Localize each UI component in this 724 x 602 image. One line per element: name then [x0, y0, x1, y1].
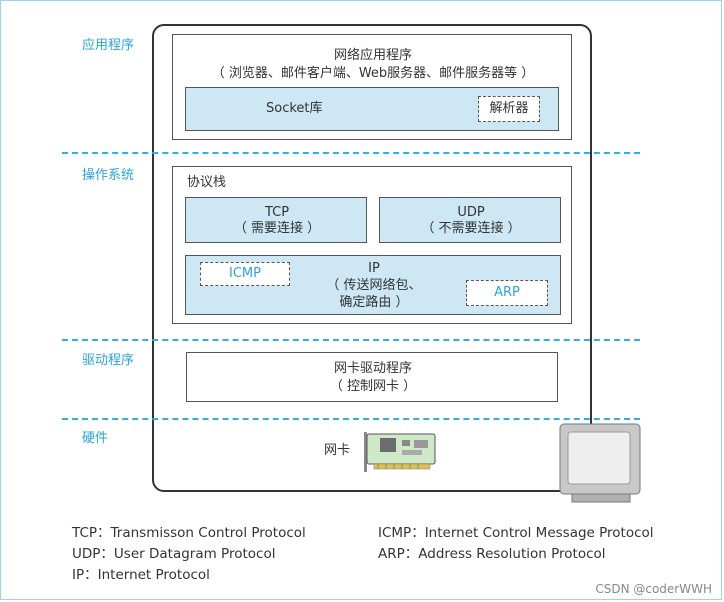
app-title: 网络应用程序	[333, 48, 412, 63]
protocol-stack-box: 协议栈 TCP （ 需要连接 ） UDP （ 不需要连接 ） IP （ 传送网络…	[172, 166, 572, 324]
legend-ip: IP：Internet Protocol	[72, 567, 210, 583]
layer-label-app: 应用程序	[82, 38, 135, 53]
ip-label: IP	[368, 261, 380, 276]
separator-app-os	[62, 152, 640, 154]
nic-label: 网卡	[324, 443, 351, 458]
legend-icmp: ICMP：Internet Control Message Protocol	[378, 525, 654, 541]
separator-driver-hardware	[62, 418, 640, 420]
computer-outline	[152, 24, 592, 492]
app-box: 网络应用程序 （ 浏览器、邮件客户端、Web服务器、邮件服务器等 ） Socke…	[172, 34, 572, 140]
udp-note: （ 不需要连接 ）	[421, 221, 521, 236]
watermark: CSDN @coderWWH	[595, 582, 712, 596]
separator-os-driver	[62, 339, 640, 341]
tcp-note: （ 需要连接 ）	[233, 221, 321, 236]
legend-udp: UDP：User Datagram Protocol	[72, 546, 276, 562]
arp-box: ARP	[466, 280, 548, 306]
nic-card-icon	[364, 432, 436, 472]
driver-note: （ 控制网卡 ）	[329, 379, 417, 394]
tcp-label: TCP	[264, 205, 290, 220]
layer-label-driver: 驱动程序	[82, 353, 135, 368]
ip-note-line2: 确定路由 ）	[339, 295, 409, 310]
app-subtitle: （ 浏览器、邮件客户端、Web服务器、邮件服务器等 ）	[211, 66, 535, 81]
driver-title: 网卡驱动程序	[333, 361, 412, 376]
legend-tcp: TCP：Transmisson Control Protocol	[72, 525, 306, 541]
stack-title: 协议栈	[187, 175, 227, 190]
socket-label: Socket库	[266, 101, 323, 116]
udp-label: UDP	[457, 205, 485, 220]
tcp-box: TCP （ 需要连接 ）	[185, 197, 367, 243]
layer-label-os: 操作系统	[82, 168, 135, 183]
nic-driver-box: 网卡驱动程序 （ 控制网卡 ）	[186, 352, 558, 402]
ip-note-line1: （ 传送网络包、	[326, 278, 422, 293]
layer-label-hardware: 硬件	[82, 431, 109, 446]
socket-library-box: Socket库 解析器	[185, 87, 559, 131]
legend-arp: ARP：Address Resolution Protocol	[378, 546, 606, 562]
ip-box: IP （ 传送网络包、 确定路由 ） ICMP ARP	[185, 255, 561, 315]
udp-box: UDP （ 不需要连接 ）	[379, 197, 561, 243]
icmp-box: ICMP	[200, 262, 290, 286]
computer-monitor-icon	[559, 423, 641, 503]
resolver-box: 解析器	[478, 96, 540, 122]
